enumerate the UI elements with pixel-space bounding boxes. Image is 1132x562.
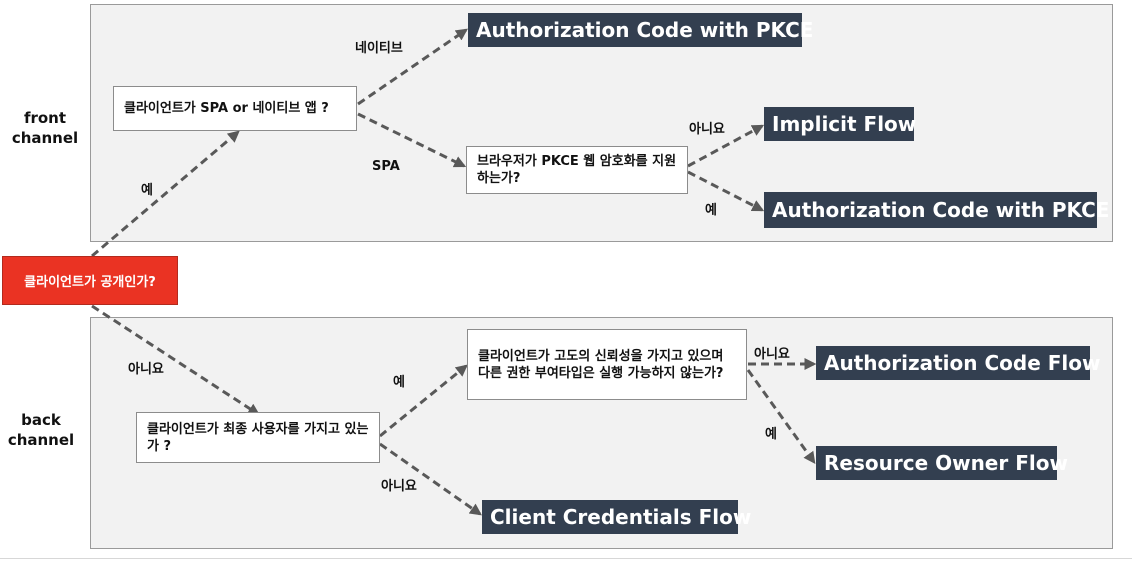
flow-resource-owner: Resource Owner Flow [816, 446, 1068, 480]
back-channel-label: back channel [7, 411, 75, 449]
edge-label-enduser-yes: 예 [393, 375, 405, 390]
edge-label-pkce-yes: 예 [705, 203, 717, 218]
bottom-divider [0, 558, 1132, 559]
flow-auth-code-pkce-spa: Authorization Code with PKCE [764, 192, 1109, 228]
edge-label-pkce-no: 아니요 [689, 122, 725, 137]
question-end-user: 클라이언트가 최종 사용자를 가지고 있는가 ? [136, 412, 380, 463]
flow-implicit: Implicit Flow [764, 107, 916, 141]
root-question-box: 클라이언트가 공개인가? [2, 256, 178, 305]
flow-auth-code-pkce-native: Authorization Code with PKCE [468, 13, 813, 47]
edge-label-enduser-no: 아니요 [381, 479, 417, 494]
edge-label-trust-no: 아니요 [754, 347, 790, 362]
flow-client-credentials: Client Credentials Flow [482, 500, 751, 534]
front-channel-label: front channel [11, 109, 79, 147]
flow-auth-code: Authorization Code Flow [816, 346, 1100, 380]
edge-label-root-yes: 예 [141, 183, 153, 198]
edge-label-root-no: 아니요 [128, 362, 164, 377]
question-browser-pkce: 브라우저가 PKCE 웹 암호화를 지원하는가? [466, 146, 688, 194]
edge-label-trust-yes: 예 [765, 427, 777, 442]
question-spa-or-native: 클라이언트가 SPA or 네이티브 앱 ? [113, 86, 357, 131]
question-high-trust: 클라이언트가 고도의 신뢰성을 가지고 있으며 다른 권한 부여타입은 실행 가… [467, 329, 747, 400]
edge-label-native: 네이티브 [355, 41, 403, 56]
edge-label-spa: SPA [372, 159, 400, 174]
